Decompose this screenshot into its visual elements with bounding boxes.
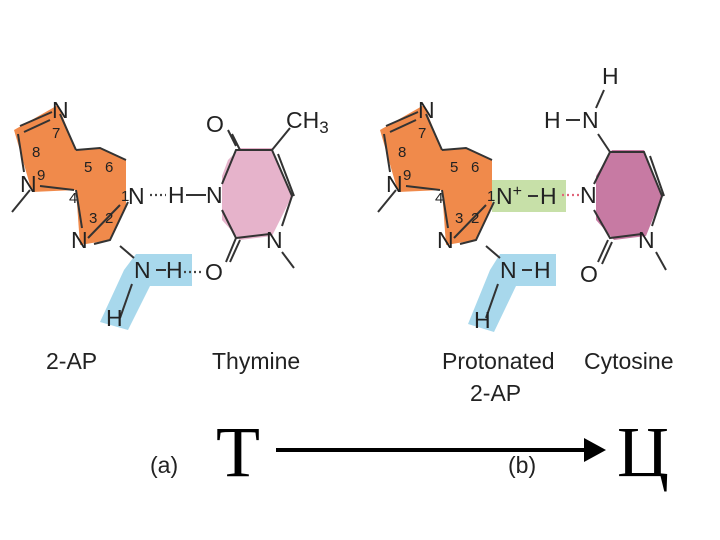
atom-n9-left: N xyxy=(20,171,37,197)
caption-cytosine: Cytosine xyxy=(584,348,673,374)
panel-a: N N N N N H H H N N O O CH3 1 2 3 4 5 6 … xyxy=(11,97,329,478)
bonds-cytosine xyxy=(566,89,667,271)
atom-n7-right: N xyxy=(418,97,435,123)
atom-bridge-h-right: H xyxy=(540,183,557,209)
ring-number-8-right: 8 xyxy=(398,144,406,161)
ring-number-7-left: 7 xyxy=(52,125,60,142)
atom-n3-left: N xyxy=(71,227,88,253)
atom-n3-right: N xyxy=(437,227,454,253)
atom-n7-left: N xyxy=(52,97,69,123)
transition-arrow-head xyxy=(584,438,606,462)
atom-cytosine-o2: O xyxy=(580,261,598,287)
atom-thymine-o2: O xyxy=(205,259,223,285)
atom-amino-h-bottom-left: H xyxy=(106,305,123,331)
atom-cytosine-n3: N xyxy=(580,182,597,208)
bond-n-h-bridge-left xyxy=(156,194,206,271)
panel-label-b: (b) xyxy=(508,452,536,478)
ring-number-5-right: 5 xyxy=(450,159,458,176)
atom-amino-n-right: N xyxy=(500,257,517,283)
bonds-thymine xyxy=(221,127,295,269)
atom-n9-right: N xyxy=(386,171,403,197)
atom-amino-h-right: H xyxy=(534,257,551,283)
ring-number-1-left: 1 xyxy=(121,188,129,205)
atom-cytosine-amino-h-left: H xyxy=(544,107,561,133)
caption-protonated-2ap: 2-AP xyxy=(470,380,521,406)
atom-thymine-o4: O xyxy=(206,111,224,137)
purine-5-ring-left xyxy=(14,105,76,192)
transition-row: Т Ц xyxy=(216,412,669,492)
atom-n1-right: N+ xyxy=(496,183,522,209)
ring-number-7-right: 7 xyxy=(418,125,426,142)
atom-amino-h-left: H xyxy=(166,257,183,283)
atom-cytosine-n1: N xyxy=(638,227,655,253)
ring-number-4-right: 4 xyxy=(435,190,443,207)
atom-amino-h-bottom-right: H xyxy=(474,307,491,333)
caption-2ap: 2-AP xyxy=(46,348,97,374)
atom-cytosine-amino-n: N xyxy=(582,107,599,133)
ring-number-4-left: 4 xyxy=(69,190,77,207)
purine-6-ring-left xyxy=(76,148,126,245)
bonds-2ap-right xyxy=(377,111,538,319)
cytosine-ring xyxy=(596,150,662,240)
bonds-2ap-left xyxy=(11,111,135,319)
ring-number-6-left: 6 xyxy=(105,159,113,176)
ring-number-1-right: 1 xyxy=(487,188,495,205)
purine-6-ring-right xyxy=(442,148,492,245)
ring-number-3-left: 3 xyxy=(89,210,97,227)
amino-highlight-right xyxy=(468,254,556,332)
ring-number-2-left: 2 xyxy=(105,210,113,227)
letter-ts: Ц xyxy=(617,412,669,492)
atom-thymine-n1: N xyxy=(266,227,283,253)
ring-number-8-left: 8 xyxy=(32,144,40,161)
ring-number-9-left: 9 xyxy=(37,167,45,184)
atom-bridge-h-left: H xyxy=(168,182,185,208)
letter-t: Т xyxy=(216,412,260,492)
panel-label-a: (a) xyxy=(150,452,178,478)
ring-number-2-right: 2 xyxy=(471,210,479,227)
atom-n1-left: N xyxy=(128,183,145,209)
thymine-ring xyxy=(222,148,292,240)
atom-amino-n-left: N xyxy=(134,257,151,283)
purine-5-ring-right xyxy=(380,105,442,192)
atom-thymine-ch3: CH3 xyxy=(286,107,329,137)
atom-thymine-n3: N xyxy=(206,182,223,208)
ring-number-6-right: 6 xyxy=(471,159,479,176)
ring-number-3-right: 3 xyxy=(455,210,463,227)
ring-number-9-right: 9 xyxy=(403,167,411,184)
ring-number-5-left: 5 xyxy=(84,159,92,176)
atom-cytosine-amino-h-top: H xyxy=(602,63,619,89)
panel-b: N N N+ N N H H H N N O N H H 1 2 3 4 5 6… xyxy=(377,63,673,478)
caption-thymine: Thymine xyxy=(212,348,300,374)
caption-protonated: Protonated xyxy=(442,348,555,374)
